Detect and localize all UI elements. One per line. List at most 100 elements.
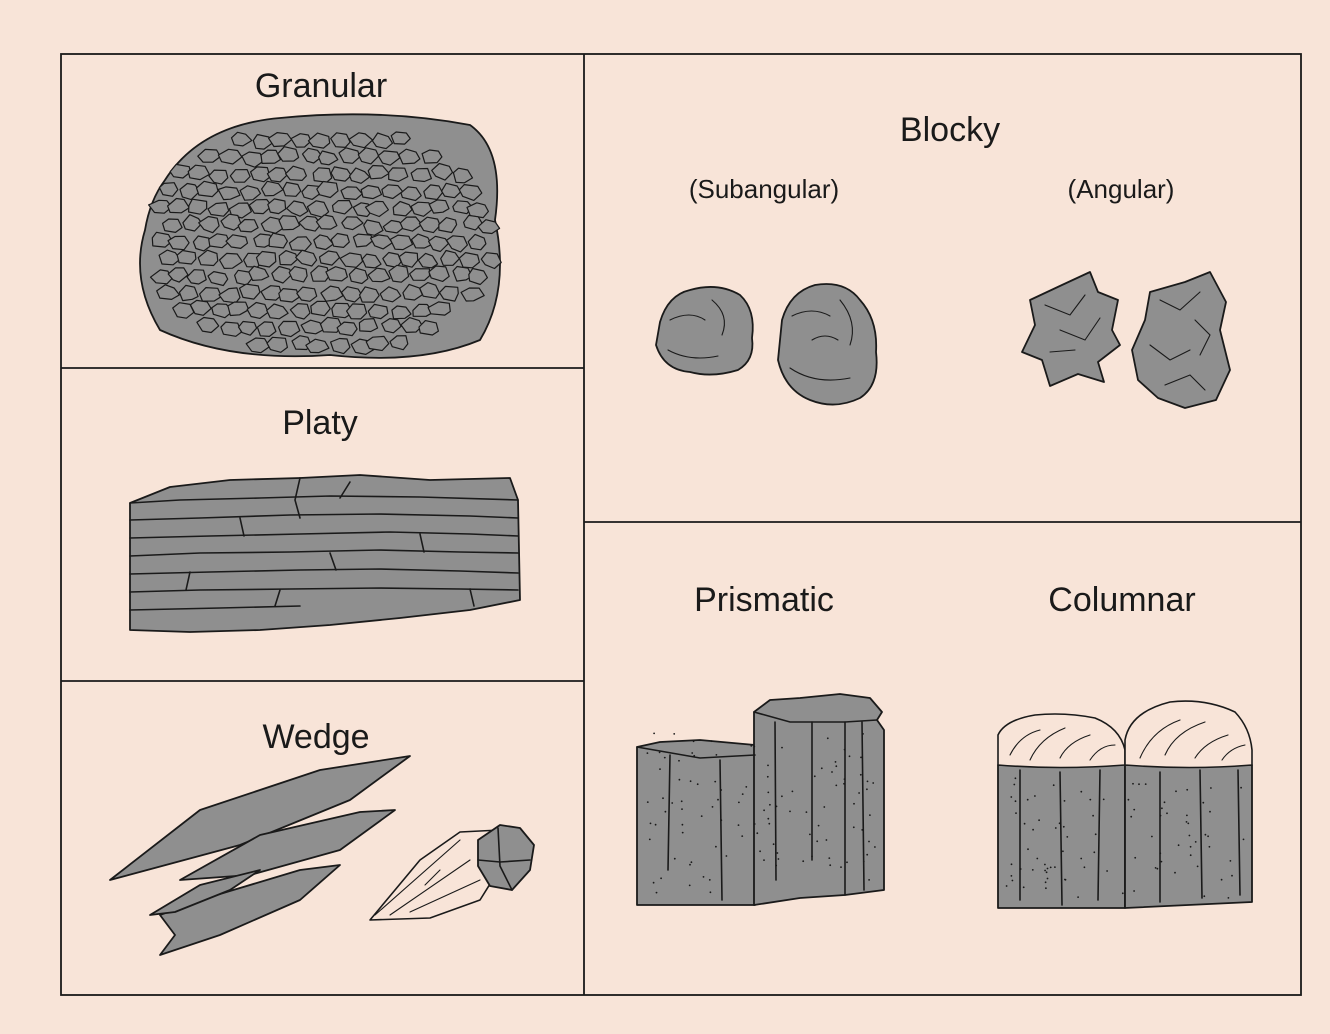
- texture-dot: [1093, 851, 1095, 853]
- texture-dot: [1024, 823, 1026, 825]
- texture-dot: [831, 771, 833, 773]
- prismatic-illustration: [637, 694, 884, 905]
- texture-dot: [715, 846, 717, 848]
- texture-dot: [858, 792, 860, 794]
- texture-dot: [1015, 812, 1017, 814]
- texture-dot: [1064, 879, 1066, 881]
- texture-dot: [844, 749, 846, 751]
- texture-dot: [1047, 868, 1049, 870]
- texture-dot: [868, 841, 870, 843]
- granule: [177, 251, 196, 265]
- texture-dot: [773, 843, 775, 845]
- texture-dot: [1151, 836, 1153, 838]
- granule: [422, 150, 442, 163]
- granule: [289, 267, 307, 282]
- texture-dot: [1203, 895, 1205, 897]
- texture-dot: [1228, 897, 1230, 899]
- texture-dot: [1132, 783, 1134, 785]
- texture-dot: [874, 846, 876, 848]
- texture-dot: [828, 857, 830, 859]
- texture-dot: [655, 824, 657, 826]
- texture-dot: [710, 891, 712, 893]
- texture-dot: [690, 780, 692, 782]
- texture-dot: [682, 832, 684, 834]
- texture-dot: [1062, 850, 1064, 852]
- texture-dot: [1106, 870, 1108, 872]
- texture-dot: [1080, 858, 1082, 860]
- texture-dot: [1027, 799, 1029, 801]
- texture-dot: [1080, 791, 1082, 793]
- granular-illustration: [140, 114, 501, 358]
- texture-dot: [1161, 861, 1163, 863]
- texture-dot: [1054, 866, 1056, 868]
- texture-dot: [1015, 777, 1017, 779]
- texture-dot: [869, 814, 871, 816]
- texture-dot: [835, 765, 837, 767]
- texture-dot: [1023, 886, 1025, 888]
- texture-dot: [862, 733, 864, 735]
- texture-dot: [1240, 787, 1242, 789]
- texture-dot: [1130, 816, 1132, 818]
- texture-dot: [1103, 799, 1105, 801]
- texture-dot: [689, 885, 691, 887]
- texture-dot: [664, 757, 666, 759]
- texture-dot: [821, 767, 823, 769]
- texture-dot: [1195, 841, 1197, 843]
- texture-dot: [1209, 846, 1211, 848]
- texture-dot: [835, 761, 837, 763]
- texture-dot: [1155, 867, 1157, 869]
- texture-dot: [1231, 875, 1233, 877]
- texture-dot: [716, 754, 718, 756]
- texture-dot: [1066, 836, 1068, 838]
- blocky-angular-illustration: [1022, 272, 1230, 408]
- texture-dot: [1133, 809, 1135, 811]
- texture-dot: [650, 823, 652, 825]
- texture-dot: [753, 746, 755, 748]
- granule: [221, 322, 242, 336]
- texture-dot: [1044, 864, 1046, 866]
- texture-dot: [818, 825, 820, 827]
- texture-dot: [647, 752, 649, 754]
- subangular-label: (Subangular): [689, 174, 839, 204]
- texture-dot: [1050, 867, 1052, 869]
- texture-dot: [1036, 858, 1038, 860]
- texture-dot: [1034, 795, 1036, 797]
- texture-dot: [1174, 872, 1176, 874]
- texture-dot: [763, 859, 765, 861]
- granule: [279, 216, 300, 230]
- blocky-subangular-illustration: [656, 284, 877, 405]
- texture-dot: [649, 839, 651, 841]
- texture-dot: [1011, 875, 1013, 877]
- platy-label: Platy: [282, 403, 358, 443]
- texture-dot: [1092, 815, 1094, 817]
- texture-dot: [769, 804, 771, 806]
- texture-dot: [673, 733, 675, 735]
- texture-dot: [846, 861, 848, 863]
- texture-dot: [717, 799, 719, 801]
- texture-dot: [653, 733, 655, 735]
- texture-dot: [738, 824, 740, 826]
- texture-dot: [741, 835, 743, 837]
- texture-dot: [756, 832, 758, 834]
- texture-dot: [866, 854, 868, 856]
- texture-dot: [659, 768, 661, 770]
- texture-dot: [1032, 869, 1034, 871]
- texture-dot: [662, 797, 664, 799]
- texture-dot: [1175, 790, 1177, 792]
- texture-dot: [738, 802, 740, 804]
- texture-dot: [659, 752, 661, 754]
- texture-dot: [776, 806, 778, 808]
- texture-dot: [1059, 822, 1061, 824]
- texture-dot: [1044, 870, 1046, 872]
- texture-dot: [1166, 812, 1168, 814]
- texture-dot: [802, 860, 804, 862]
- texture-dot: [726, 855, 728, 857]
- texture-dot: [1046, 871, 1048, 873]
- texture-dot: [703, 876, 705, 878]
- texture-dot: [1038, 819, 1040, 821]
- texture-dot: [1095, 833, 1097, 835]
- texture-dot: [720, 789, 722, 791]
- texture-dot: [827, 737, 829, 739]
- texture-dot: [778, 858, 780, 860]
